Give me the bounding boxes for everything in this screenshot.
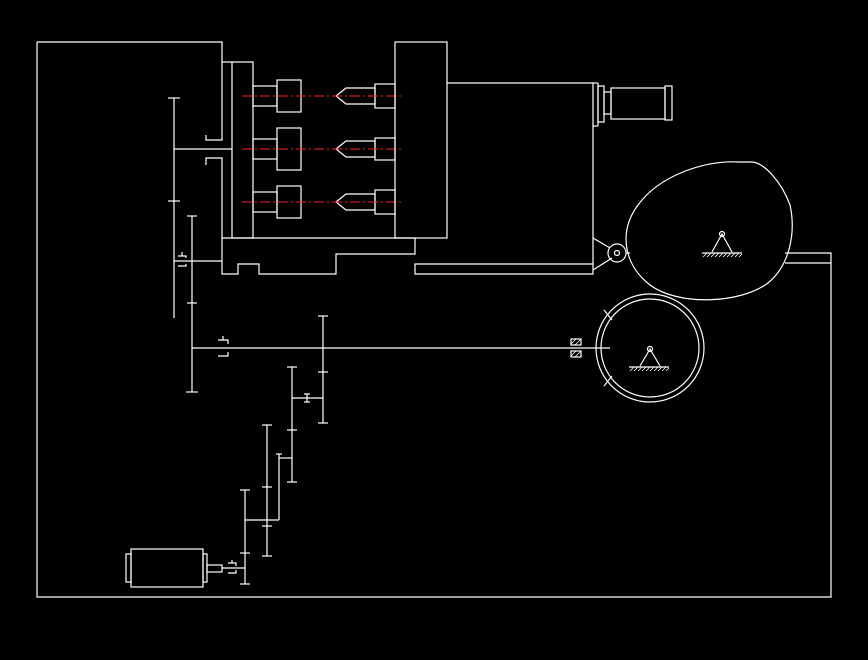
fixture-block — [394, 41, 448, 239]
distribution-gears — [168, 97, 232, 393]
spindle-1 — [242, 79, 404, 113]
cam-follower — [592, 237, 630, 271]
machine-frame — [36, 41, 832, 598]
drive-motor — [125, 548, 245, 588]
spindle-headstock — [205, 61, 416, 275]
camshaft — [192, 336, 610, 358]
feed-cam — [625, 161, 793, 301]
reduction-gear-train — [240, 315, 328, 585]
cylinder-actuator — [597, 85, 673, 123]
sliding-table — [414, 82, 599, 275]
spindle-2 — [242, 127, 404, 171]
spindle-3 — [242, 185, 404, 219]
disc-cam — [595, 293, 705, 403]
